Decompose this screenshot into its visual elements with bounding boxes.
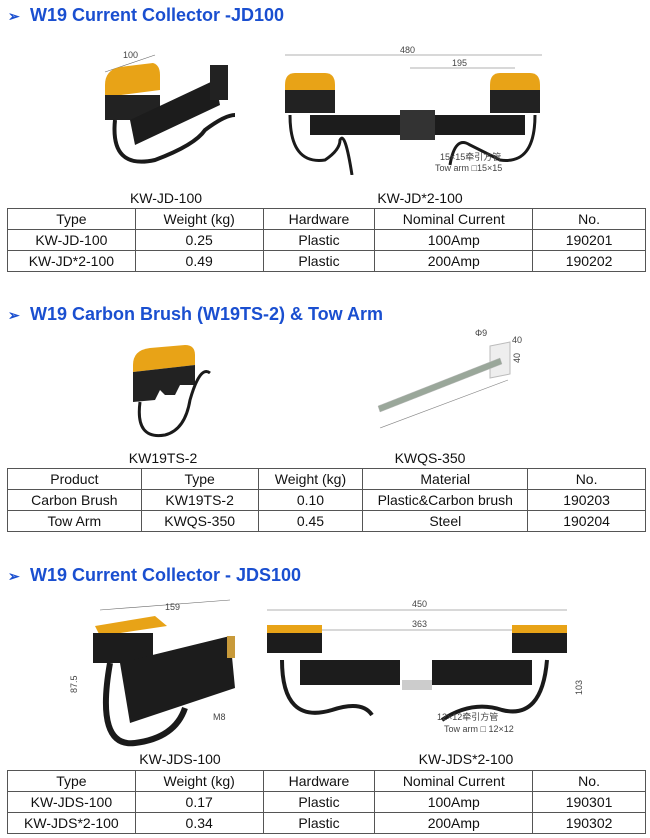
cell: 200Amp (374, 812, 534, 834)
section-title-carbon-brush: ➢ W19 Carbon Brush (W19TS-2) & Tow Arm (8, 304, 383, 325)
kw-jd2-100-image: 480 195 100 30 15×15牵引方管 Tow arm □15×15 (285, 45, 542, 175)
dim-label: 480 (400, 45, 415, 55)
kw-jd-100-image: 100 (104, 50, 236, 164)
caption-kwqs-350: KWQS-350 (394, 450, 466, 466)
cell: KW-JDS-100 (7, 791, 136, 813)
section-title-jd100: ➢ W19 Current Collector -JD100 (8, 5, 284, 26)
cell: 0.34 (134, 812, 264, 834)
dim-label: 450 (412, 599, 427, 609)
dim-label: 15×15牵引方管 (440, 151, 501, 162)
header-cell: Product (7, 468, 142, 490)
dim-label: 363 (412, 619, 427, 629)
header-cell: Hardware (262, 208, 376, 230)
kw19ts-2-image (133, 345, 211, 438)
dim-label: Φ9 (475, 328, 487, 338)
dim-label: 100 (123, 50, 138, 60)
arrow-bullet-icon: ➢ (8, 8, 20, 24)
cell: KW-JD*2-100 (7, 250, 136, 272)
kw-jds2-100-image: 450 363 103 12×12牵引方管 Tow arm □ 12×12 (267, 599, 584, 734)
kwqs-350-image: Φ9 40 40 (377, 328, 522, 429)
header-cell: Weight (kg) (134, 208, 264, 230)
header-cell: Hardware (262, 770, 376, 792)
cell: Steel (362, 510, 529, 532)
header-cell: No. (532, 770, 646, 792)
cell: 0.25 (134, 229, 264, 251)
cell: Plastic (262, 812, 376, 834)
dim-label: M8 (213, 712, 226, 722)
cell: 190201 (532, 229, 646, 251)
section-title-text: W19 Carbon Brush (W19TS-2) & Tow Arm (30, 304, 384, 324)
cell: 190203 (527, 489, 646, 511)
caption-kw-jd2-100: KW-JD*2-100 (377, 190, 463, 206)
caption-kw-jds-100: KW-JDS-100 (139, 751, 221, 767)
header-cell: No. (527, 468, 646, 490)
header-cell: No. (532, 208, 646, 230)
cell: 190301 (532, 791, 646, 813)
section-title-text: W19 Current Collector -JD100 (30, 5, 285, 25)
cell: Carbon Brush (7, 489, 142, 511)
dim-label: 40 (512, 335, 522, 345)
cell: Tow Arm (7, 510, 142, 532)
cell: 0.45 (257, 510, 364, 532)
caption-kw19ts-2: KW19TS-2 (128, 450, 198, 466)
dim-label: Tow arm □15×15 (435, 163, 502, 173)
cell: KW-JD-100 (7, 229, 136, 251)
header-cell: Type (7, 770, 136, 792)
dim-label: Tow arm □ 12×12 (444, 724, 514, 734)
caption-kw-jd-100: KW-JD-100 (129, 190, 203, 206)
cell: 0.17 (134, 791, 264, 813)
header-cell: Weight (kg) (257, 468, 364, 490)
section-title-text: W19 Current Collector - JDS100 (30, 565, 302, 585)
cell: 190204 (527, 510, 646, 532)
cell: 200Amp (374, 250, 534, 272)
cell: KW-JDS*2-100 (7, 812, 136, 834)
header-cell: Type (7, 208, 136, 230)
cell: 100Amp (374, 229, 534, 251)
cell: Plastic (262, 791, 376, 813)
dim-label: 103 (574, 680, 584, 695)
header-cell: Type (140, 468, 259, 490)
cell: 190202 (532, 250, 646, 272)
caption-kw-jds2-100: KW-JDS*2-100 (418, 751, 514, 767)
cell: KW19TS-2 (140, 489, 259, 511)
header-cell: Nominal Current (374, 770, 534, 792)
header-cell: Weight (kg) (134, 770, 264, 792)
header-cell: Nominal Current (374, 208, 534, 230)
arrow-bullet-icon: ➢ (8, 568, 20, 584)
dim-label: 159 (165, 602, 180, 612)
cell: Plastic&Carbon brush (362, 489, 529, 511)
cell: Plastic (262, 250, 376, 272)
dim-label: 195 (452, 58, 467, 68)
cell: 190302 (532, 812, 646, 834)
cell: Plastic (262, 229, 376, 251)
header-cell: Material (362, 468, 529, 490)
dim-label: 40 (512, 353, 522, 363)
dim-label: 87.5 (69, 675, 79, 693)
arrow-bullet-icon: ➢ (8, 307, 20, 323)
section-title-jds100: ➢ W19 Current Collector - JDS100 (8, 565, 301, 586)
cell: KWQS-350 (140, 510, 259, 532)
kw-jds-100-image: 159 87.5 M8 (69, 599, 235, 747)
cell: 0.10 (257, 489, 364, 511)
cell: 100Amp (374, 791, 534, 813)
cell: 0.49 (134, 250, 264, 272)
dim-label: 12×12牵引方管 (437, 711, 498, 722)
